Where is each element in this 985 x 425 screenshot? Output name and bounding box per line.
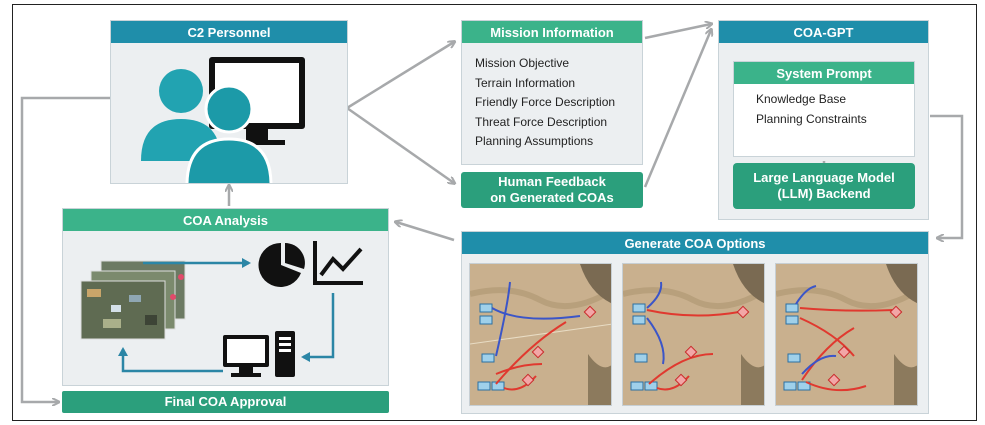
coa-map-option-2 bbox=[622, 263, 765, 406]
system-prompt-box: System Prompt Knowledge Base Planning Co… bbox=[733, 61, 915, 157]
system-prompt-item: Planning Constraints bbox=[756, 111, 867, 126]
final-coa-approval-box: Final COA Approval bbox=[62, 391, 389, 413]
system-prompt-list: Knowledge Base Planning Constraints bbox=[756, 90, 867, 129]
mission-item: Friendly Force Description bbox=[475, 95, 616, 109]
coa-analysis-cycle bbox=[80, 241, 363, 377]
c2-personnel-title: C2 Personnel bbox=[111, 21, 347, 43]
human-feedback-line1: Human Feedback bbox=[498, 174, 606, 189]
terrain-map-icon bbox=[470, 264, 611, 405]
cycle-arrow-right bbox=[301, 293, 335, 362]
final-coa-approval-title: Final COA Approval bbox=[164, 394, 287, 409]
mission-item: Threat Force Description bbox=[475, 114, 608, 129]
coa-analysis-title: COA Analysis bbox=[63, 209, 388, 231]
c2-personnel-box: C2 Personnel bbox=[110, 20, 348, 184]
mission-information-box: Mission Information Mission Objective Te… bbox=[461, 20, 643, 165]
coa-analysis-box: COA Analysis bbox=[62, 208, 389, 386]
pie-chart-icon bbox=[258, 242, 305, 287]
human-feedback-line2: on Generated COAs bbox=[490, 190, 614, 205]
arrow-c2-to-feedback bbox=[346, 106, 454, 183]
system-prompt-title: System Prompt bbox=[734, 62, 914, 84]
mission-information-list: Mission Objective Terrain Information Fr… bbox=[475, 54, 615, 152]
cycle-arrow-bottom bbox=[118, 347, 223, 373]
users-at-monitor-icon bbox=[141, 57, 305, 183]
mission-information-title: Mission Information bbox=[462, 21, 642, 43]
arrow-mission-to-coagpt bbox=[644, 24, 711, 40]
computer-icon bbox=[223, 331, 295, 377]
arrow-c2-to-mission bbox=[346, 42, 454, 110]
simulation-screenshots-icon bbox=[80, 260, 186, 340]
terrain-map-icon bbox=[623, 264, 764, 405]
line-chart-icon bbox=[313, 241, 363, 285]
human-feedback-box: Human Feedback on Generated COAs bbox=[461, 172, 643, 208]
arrow-feedback-to-coagpt bbox=[643, 30, 711, 188]
system-prompt-item: Knowledge Base bbox=[756, 92, 847, 106]
coa-gpt-title: COA-GPT bbox=[719, 21, 928, 43]
coa-map-option-1 bbox=[469, 263, 612, 406]
coa-gpt-box: COA-GPT System Prompt Knowledge Base Pla… bbox=[718, 20, 929, 220]
arrow-c2-to-final bbox=[20, 96, 110, 402]
coa-map-option-3 bbox=[775, 263, 918, 406]
mission-item: Planning Assumptions bbox=[475, 134, 594, 148]
terrain-map-icon bbox=[776, 264, 917, 405]
llm-backend-box: Large Language Model (LLM) Backend bbox=[733, 163, 915, 209]
mission-item: Mission Objective bbox=[475, 56, 570, 70]
arrow-coagpt-to-generate bbox=[930, 114, 964, 238]
llm-backend-line1: Large Language Model bbox=[753, 170, 895, 185]
mission-item: Terrain Information bbox=[475, 75, 576, 90]
llm-backend-line2: (LLM) Backend bbox=[777, 186, 871, 201]
generate-coa-options-title: Generate COA Options bbox=[462, 232, 928, 254]
arrow-generate-to-analysis bbox=[396, 222, 455, 242]
